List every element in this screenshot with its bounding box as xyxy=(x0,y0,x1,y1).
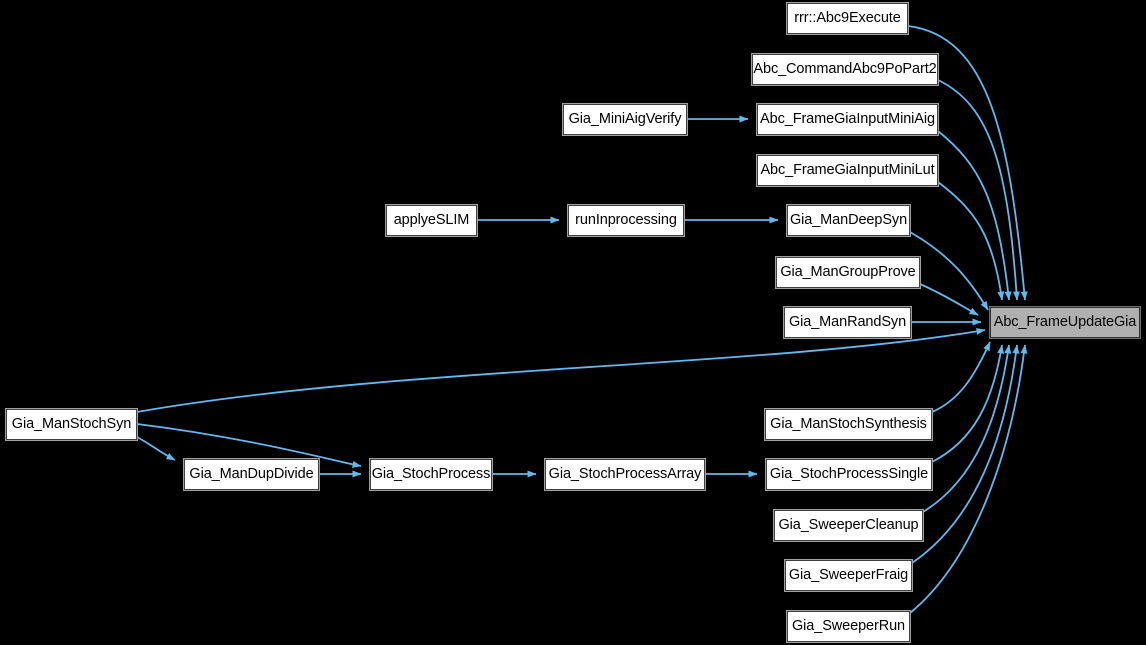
edge-gia_mangroupprove-to-abc_frameupdategia xyxy=(919,283,979,316)
graph-node-label: Gia_StochProcessArray xyxy=(548,466,702,483)
edge-abc_framegiainputminiaig-to-abc_frameupdategia xyxy=(937,130,1012,301)
graph-node-abc_commandabc9popart2[interactable]: Abc_CommandAbc9PoPart2 xyxy=(751,53,939,86)
graph-node-gia_miniaigverify[interactable]: Gia_MiniAigVerify xyxy=(562,103,688,136)
graph-node-label: Gia_ManRandSyn xyxy=(788,314,907,331)
graph-node-rrr_abc9execute[interactable]: rrr::Abc9Execute xyxy=(786,2,909,35)
graph-node-gia_mangroupprove[interactable]: Gia_ManGroupProve xyxy=(775,256,921,289)
edge-gia_manstochsyn-to-gia_mandupdivide xyxy=(136,436,176,461)
graph-node-gia_stochprocesssingle[interactable]: Gia_StochProcessSingle xyxy=(765,458,933,491)
graph-node-label: Gia_StochProcessSingle xyxy=(769,466,929,483)
graph-node-label: Abc_CommandAbc9PoPart2 xyxy=(753,61,937,78)
graph-node-gia_sweeperrun[interactable]: Gia_SweeperRun xyxy=(786,610,911,643)
graph-node-label: rrr::Abc9Execute xyxy=(794,10,901,27)
edge-gia_sweeperfraig-to-abc_frameupdategia xyxy=(911,344,1020,564)
graph-node-abc_frameupdategia[interactable]: Abc_FrameUpdateGia xyxy=(989,306,1141,339)
graph-node-gia_manstochsyn[interactable]: Gia_ManStochSyn xyxy=(5,408,138,441)
graph-node-label: Abc_FrameGiaInputMiniLut xyxy=(760,162,935,179)
edge-abc_framegiainputminilut-to-abc_frameupdategia xyxy=(937,181,1005,301)
graph-node-gia_manrandsyn[interactable]: Gia_ManRandSyn xyxy=(783,306,912,339)
graph-node-label: Gia_SweeperRun xyxy=(791,618,906,635)
graph-node-gia_sweeperfraig[interactable]: Gia_SweeperFraig xyxy=(784,559,913,592)
graph-node-label: applyeSLIM xyxy=(393,212,470,229)
graph-node-gia_stochprocess[interactable]: Gia_StochProcess xyxy=(369,458,493,491)
graph-node-label: Gia_SweeperCleanup xyxy=(778,517,919,534)
graph-node-label: Gia_MiniAigVerify xyxy=(568,111,682,128)
edge-gia_mandeepsyn-to-abc_frameupdategia xyxy=(909,231,989,311)
graph-node-abc_framegiainputminilut[interactable]: Abc_FrameGiaInputMiniLut xyxy=(756,154,939,187)
graph-node-label: Gia_ManGroupProve xyxy=(780,264,916,281)
graph-node-gia_stochprocessarray[interactable]: Gia_StochProcessArray xyxy=(544,458,706,491)
edge-gia_manstochsyn-to-abc_frameupdategia xyxy=(136,327,986,413)
graph-node-label: Abc_FrameGiaInputMiniAig xyxy=(760,111,935,128)
edge-gia_stochprocesssingle-to-abc_frameupdategia xyxy=(931,344,1005,463)
graph-node-label: Abc_FrameUpdateGia xyxy=(993,314,1137,331)
edge-gia_sweepercleanup-to-abc_frameupdategia xyxy=(922,344,1012,513)
graph-node-abc_framegiainputminiaig[interactable]: Abc_FrameGiaInputMiniAig xyxy=(756,103,939,136)
graph-node-gia_mandupdivide[interactable]: Gia_ManDupDivide xyxy=(183,458,320,491)
graph-node-label: Gia_SweeperFraig xyxy=(788,567,909,584)
graph-node-applyeslim[interactable]: applyeSLIM xyxy=(385,204,478,237)
edge-abc_commandabc9popart2-to-abc_frameupdategia xyxy=(937,79,1020,301)
graph-node-label: Gia_ManDeepSyn xyxy=(789,212,908,229)
graph-node-gia_manstochsynthesis[interactable]: Gia_ManStochSynthesis xyxy=(764,408,933,441)
graph-node-label: Gia_ManStochSyn xyxy=(11,416,132,433)
graph-node-gia_sweepercleanup[interactable]: Gia_SweeperCleanup xyxy=(773,509,924,542)
graph-node-label: Gia_StochProcess xyxy=(371,466,491,483)
graph-node-runinprocessing[interactable]: runInprocessing xyxy=(567,204,685,237)
graph-node-label: Gia_ManStochSynthesis xyxy=(770,416,927,433)
graph-node-label: Gia_ManDupDivide xyxy=(189,466,314,483)
graph-node-gia_mandeepsyn[interactable]: Gia_ManDeepSyn xyxy=(786,204,911,237)
graph-node-label: runInprocessing xyxy=(575,212,677,229)
edge-gia_manstochsynthesis-to-abc_frameupdategia xyxy=(931,341,991,413)
